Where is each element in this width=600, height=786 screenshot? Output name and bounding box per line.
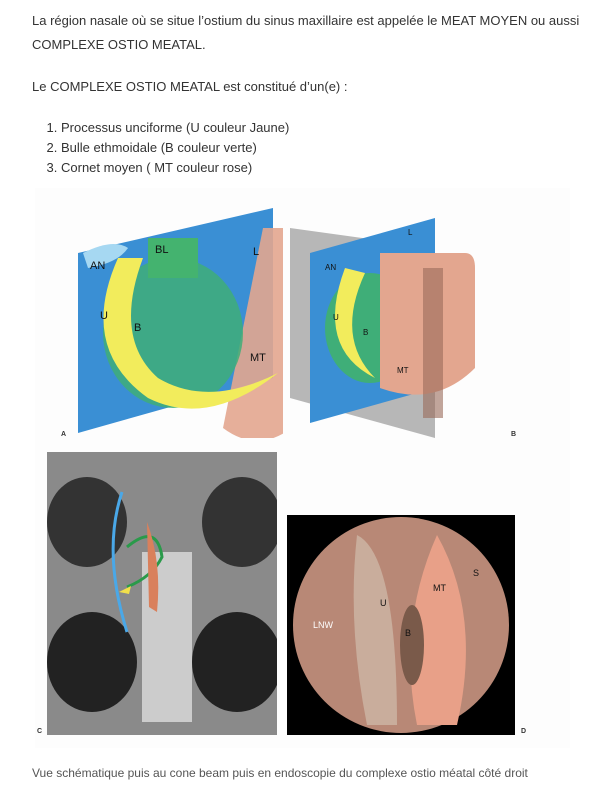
label-d-lnw: LNW — [313, 620, 333, 630]
anatomy-figure: AN BL L U B MT A L AN U B MT B C LNW U B… — [35, 188, 570, 748]
label-b-mt: MT — [397, 366, 409, 375]
intro-line-2: COMPLEXE OSTIO MEATAL. — [32, 37, 206, 52]
label-a-b: B — [134, 322, 142, 334]
label-d-u: U — [380, 598, 387, 608]
panel-c-ct-scan — [47, 452, 277, 735]
label-d-mt: MT — [433, 583, 446, 593]
panel-b-letter: B — [511, 431, 517, 438]
components-list: Processus unciforme (U couleur Jaune) Bu… — [48, 118, 289, 178]
figure-caption: Vue schématique puis au cone beam puis e… — [32, 766, 528, 780]
panel-c-letter: C — [37, 728, 43, 735]
label-b-b: B — [363, 328, 369, 337]
panel-d-endoscopy — [287, 515, 515, 735]
components-heading: Le COMPLEXE OSTIO MEATAL est constitué d… — [32, 79, 348, 94]
list-item: Processus unciforme (U couleur Jaune) — [61, 118, 289, 138]
label-b-l: L — [408, 228, 413, 237]
panel-a-diagram — [78, 208, 283, 438]
label-b-u: U — [333, 313, 339, 322]
intro-line-1: La région nasale où se situe l’ostium du… — [32, 13, 580, 28]
label-a-u: U — [100, 310, 108, 322]
label-a-l: L — [253, 246, 260, 258]
label-a-an: AN — [90, 260, 106, 272]
label-a-mt: MT — [250, 352, 266, 364]
list-item: Bulle ethmoidale (B couleur verte) — [61, 138, 289, 158]
list-item: Cornet moyen ( MT couleur rose) — [61, 158, 289, 178]
panel-d-letter: D — [521, 728, 527, 735]
label-d-s: S — [473, 568, 480, 578]
label-d-b: B — [405, 628, 412, 638]
label-a-bl: BL — [155, 244, 169, 256]
panel-a-letter: A — [61, 431, 67, 438]
label-b-an: AN — [325, 263, 337, 272]
panel-b-diagram — [290, 218, 475, 438]
